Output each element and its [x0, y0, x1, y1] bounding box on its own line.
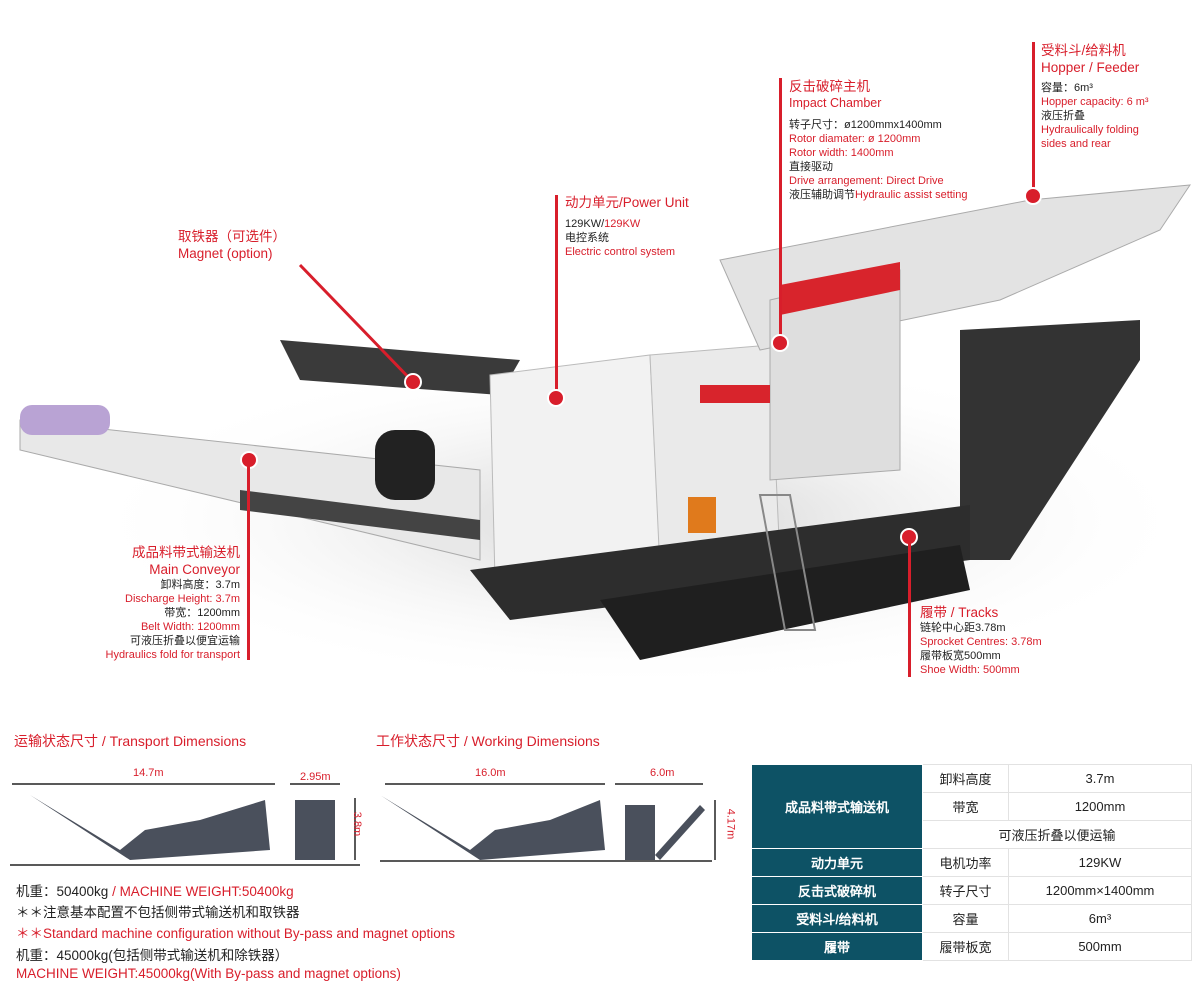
conveyor-belt-underside [240, 490, 480, 540]
impact-en: Impact Chamber [789, 96, 882, 110]
rear-frame [960, 320, 1140, 560]
conveyor-leader [247, 465, 250, 660]
power-title: 动力单元/Power Unit [565, 195, 689, 210]
transport-height: 3.8m [351, 811, 364, 837]
belt-width-en: Belt Width: 1200mm [140, 621, 240, 633]
weight-1: 机重：50400kg / MACHINE WEIGHT:50400kg [16, 884, 294, 899]
rotor-diameter: Rotor diamater: ø 1200mm [789, 133, 921, 145]
impact-callout: 反击破碎主机 Impact Chamber 转子尺寸：ø1200mmx1400m… [789, 78, 968, 202]
impact-marker [771, 334, 789, 352]
magnet-drum [375, 430, 435, 500]
tracks-callout: 履带 / Tracks 链轮中心距3.78m Sprocket Centres:… [920, 604, 1042, 677]
tracks-en: / Tracks [947, 605, 999, 620]
weight-2-cn: 机重：45000kg(包括侧带式输送机和除铁器） [16, 948, 289, 963]
conveyor-cn: 成品料带式输送机 [132, 545, 240, 560]
hopper-cn: 受料斗/给料机 [1041, 43, 1126, 58]
head-drum [20, 405, 110, 435]
red-stripe [700, 385, 770, 403]
tracks-leader [908, 542, 911, 677]
magnet-en: Magnet (option) [178, 246, 273, 261]
ladder [758, 494, 817, 631]
impact-leader [779, 78, 782, 340]
working-width: 6.0m [650, 767, 675, 779]
hopper-en: Hopper / Feeder [1041, 60, 1140, 75]
hopper-marker [1024, 187, 1042, 205]
conveyor-callout: 成品料带式输送机 Main Conveyor 卸料高度：3.7m Dischar… [106, 544, 241, 662]
fold-cn: 可液压折叠以便宜运输 [130, 635, 240, 647]
weight-note-cn: ＊＊注意基本配置不包括侧带式输送机和取铁器 [16, 905, 300, 920]
track-right [600, 545, 970, 660]
rotor-size: 转子尺寸：ø1200mmx1400mm [789, 119, 942, 131]
machine-silhouettes [30, 795, 705, 860]
drive-en: Drive arrangement: Direct Drive [789, 175, 944, 187]
discharge-en: Discharge Height: 3.7m [125, 593, 240, 605]
working-height: 4.17m [724, 808, 737, 840]
transport-title: 运输状态尺寸 / Transport Dimensions [14, 733, 247, 749]
magnet-marker [404, 373, 422, 391]
rotor-width: Rotor width: 1400mm [789, 147, 894, 159]
sprocket-cn: 链轮中心距3.78m [920, 622, 1006, 634]
belt-width-cn: 带宽：1200mm [164, 607, 240, 619]
row-header-conveyor: 成品料带式输送机 [751, 764, 923, 849]
folding-cn: 液压折叠 [1041, 110, 1085, 122]
crusher-illustration [19, 184, 1200, 690]
shoe-cn: 履带板宽500mm [920, 650, 1001, 662]
magnet-callout: 取铁器（可选件） Magnet (option) [178, 228, 286, 262]
hopper-callout: 受料斗/给料机 Hopper / Feeder 容量：6m³ Hopper ca… [1041, 42, 1149, 151]
weight-2-en: MACHINE WEIGHT:45000kg(With By-pass and … [16, 966, 401, 981]
fold-en: Hydraulics fold for transport [105, 649, 241, 661]
hopper-capacity-en: Hopper capacity: 6 m³ [1041, 96, 1149, 108]
working-length: 16.0m [475, 767, 506, 779]
leader-lines [298, 263, 415, 384]
power-en: Electric control system [565, 246, 676, 258]
tracks-cn: 履带 [920, 605, 947, 620]
magnet-cn: 取铁器（可选件） [178, 229, 286, 244]
conveyor-en: Main Conveyor [149, 562, 240, 577]
hopper-leader [1032, 42, 1035, 192]
power-value: 129KW/ [565, 218, 605, 230]
row-header-power: 动力单元 [751, 848, 923, 877]
warning-plate [688, 497, 716, 533]
hydraulic-cn: 液压辅助调节 [789, 189, 855, 201]
magnet-leader [298, 263, 415, 384]
power-value-red: 129KW [604, 218, 641, 230]
power-callout: 动力单元/Power Unit 129KW/129KW 电控系统 Electri… [565, 194, 689, 259]
dimension-drawings [10, 783, 716, 866]
folding-en-1: Hydraulically folding [1041, 124, 1139, 136]
track-left [470, 505, 970, 620]
hopper-capacity-cn: 容量：6m³ [1041, 82, 1093, 94]
row-header-crusher: 反击式破碎机 [751, 876, 923, 905]
transport-width: 2.95m [300, 771, 331, 783]
shoe-en: Shoe Width: 500mm [920, 664, 1020, 676]
power-leader [555, 195, 558, 395]
working-title: 工作状态尺寸 / Working Dimensions [376, 733, 600, 749]
power-cn: 电控系统 [565, 232, 609, 244]
row-header-tracks: 履带 [751, 932, 923, 961]
drive-cn: 直接驱动 [789, 161, 833, 173]
sprocket-en: Sprocket Centres: 3.78m [920, 636, 1042, 648]
impact-cn: 反击破碎主机 [789, 79, 870, 94]
row-header-hopper: 受料斗/给料机 [751, 904, 923, 933]
hydraulic-en: Hydraulic assist setting [855, 189, 968, 201]
red-crossbeam [780, 262, 900, 315]
power-marker [547, 389, 565, 407]
weight-note-en: ＊＊Standard machine configuration without… [16, 926, 456, 941]
transport-length: 14.7m [133, 767, 164, 779]
discharge-cn: 卸料高度：3.7m [160, 579, 240, 591]
folding-en-2: sides and rear [1041, 138, 1111, 150]
